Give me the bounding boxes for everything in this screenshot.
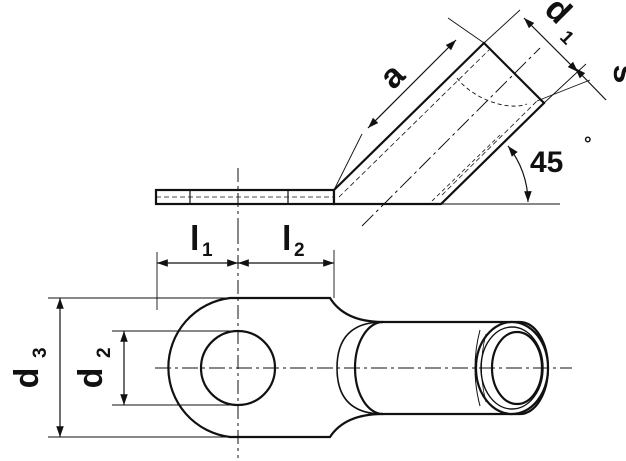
svg-text:l: l: [190, 220, 199, 258]
dim-a-line: [367, 39, 457, 129]
label-d2: d 2: [72, 347, 115, 388]
svg-text:d: d: [72, 368, 110, 389]
svg-text:3: 3: [30, 347, 51, 358]
svg-text:1: 1: [555, 27, 578, 50]
svg-text:2: 2: [94, 347, 115, 358]
label-l2: l 2: [282, 220, 305, 261]
svg-text:2: 2: [294, 240, 305, 261]
label-a: a: [372, 55, 413, 96]
label-l1: l 1: [190, 220, 213, 261]
dim-s-line: [574, 67, 607, 101]
plan-view: [48, 230, 572, 458]
svg-text:d: d: [8, 368, 46, 389]
side-view-centerline: [361, 47, 541, 227]
svg-text:d: d: [537, 0, 579, 31]
svg-text:1: 1: [202, 240, 213, 261]
label-d3: d 3: [8, 347, 51, 388]
angle-arc: [507, 145, 532, 203]
side-view-barrel: [332, 41, 546, 206]
label-s: s: [606, 65, 626, 84]
dim-d1-line: [523, 17, 579, 73]
side-view: [154, 9, 607, 230]
label-angle-unit: °: [584, 134, 592, 155]
svg-text:l: l: [282, 220, 291, 258]
label-d1: d 1: [537, 0, 579, 50]
label-angle: 45: [530, 146, 563, 179]
